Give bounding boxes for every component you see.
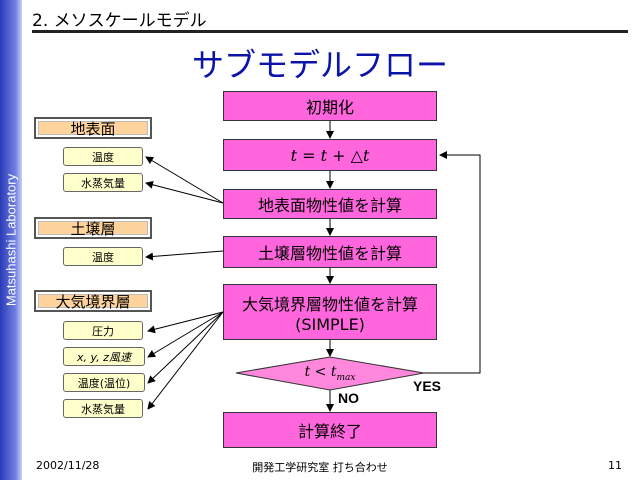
abl-arrow-temp bbox=[147, 311, 224, 384]
abl-arrow-vapor bbox=[147, 311, 224, 410]
surface-arrow-temp bbox=[145, 156, 224, 204]
abl-item-temp: 温度(温位) bbox=[63, 373, 145, 392]
process-time-step-label: t = t + △t bbox=[290, 145, 370, 165]
process-soil-calc: 土壌層物性値を計算 bbox=[223, 236, 437, 268]
page-number: 11 bbox=[608, 459, 622, 472]
process-end: 計算終了 bbox=[223, 412, 437, 448]
category-surface: 地表面 bbox=[34, 117, 152, 139]
process-abl-calc-line1: 大気境界層物性値を計算 bbox=[241, 294, 418, 314]
abl-arrow-wind bbox=[147, 311, 224, 358]
process-surface-calc-label: 地表面物性値を計算 bbox=[257, 196, 402, 215]
process-init-label: 初期化 bbox=[305, 98, 354, 117]
abl-item-vapor: 水蒸気量 bbox=[63, 399, 143, 418]
footer-center: 開発工学研究室 打ち合わせ bbox=[252, 461, 388, 474]
process-init: 初期化 bbox=[223, 91, 437, 121]
abl-item-pressure: 圧力 bbox=[63, 321, 143, 340]
soil-item-temp: 温度 bbox=[63, 247, 143, 266]
process-end-label: 計算終了 bbox=[297, 422, 362, 441]
process-surface-calc: 地表面物性値を計算 bbox=[223, 189, 437, 219]
category-abl: 大気境界層 bbox=[34, 290, 152, 312]
header-divider bbox=[32, 30, 628, 33]
process-time-step: t = t + △t bbox=[223, 139, 437, 171]
decision-label: t < tmax bbox=[290, 364, 370, 383]
footer-date: 2002/11/28 bbox=[36, 459, 100, 472]
surface-arrow-vapor bbox=[145, 180, 224, 204]
process-soil-calc-label: 土壌層物性値を計算 bbox=[257, 244, 402, 263]
process-abl-calc-line2: (SIMPLE) bbox=[295, 314, 365, 334]
yes-label: YES bbox=[413, 378, 442, 394]
surface-item-vapor: 水蒸気量 bbox=[63, 173, 143, 192]
category-soil: 土壌層 bbox=[34, 217, 152, 239]
decision-subscript: max bbox=[336, 372, 356, 383]
soil-arrow-temp bbox=[145, 250, 224, 261]
no-label: NO bbox=[338, 390, 359, 406]
section-header: 2. メソスケールモデル bbox=[32, 11, 207, 31]
abl-arrow-pressure bbox=[147, 311, 224, 334]
abl-item-wind: x, y, z風速 bbox=[63, 347, 145, 366]
process-abl-calc: 大気境界層物性値を計算 (SIMPLE) bbox=[223, 284, 437, 340]
page-title: サブモデルフロー bbox=[191, 46, 448, 84]
side-band bbox=[0, 0, 22, 480]
decision-diamond bbox=[235, 356, 425, 391]
surface-item-temp: 温度 bbox=[63, 147, 143, 166]
yes-loop-arrow bbox=[424, 151, 481, 374]
decision-text: t < t bbox=[304, 364, 337, 380]
